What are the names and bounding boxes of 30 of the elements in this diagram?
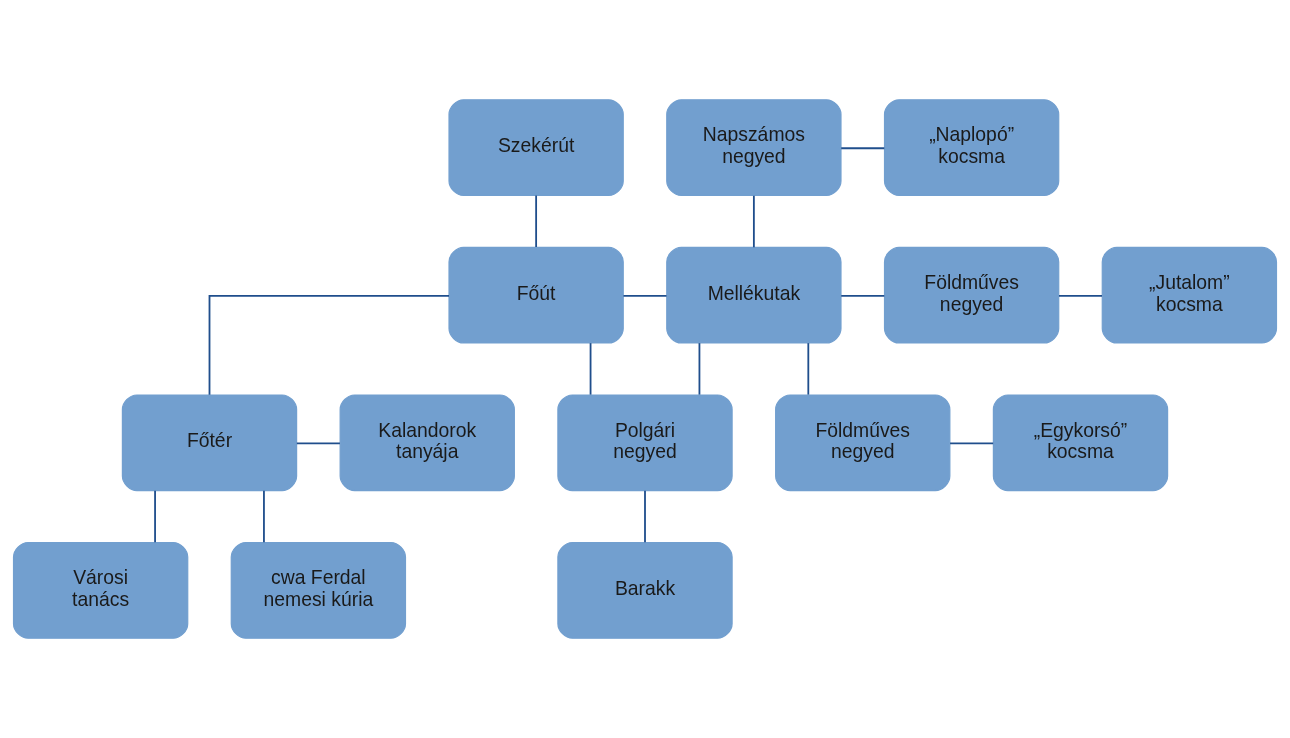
connector xyxy=(807,342,810,396)
node-box: Napszámos negyed xyxy=(666,99,842,196)
connector xyxy=(949,442,995,445)
connector xyxy=(263,489,265,544)
connector xyxy=(1058,294,1103,297)
node-box: Polgári negyed xyxy=(557,394,733,492)
connector xyxy=(295,442,341,445)
node-box: „Naplopó” kocsma xyxy=(883,99,1060,196)
node-box: cwa Ferdal nemesi kúria xyxy=(230,542,407,639)
connector xyxy=(154,489,156,544)
connector xyxy=(622,294,668,297)
node-box: „Jutalom” kocsma xyxy=(1101,246,1278,344)
connector xyxy=(644,489,646,544)
node-box: Barakk xyxy=(557,542,733,639)
connector xyxy=(208,294,450,396)
node-box: Főtér xyxy=(121,394,298,492)
connector xyxy=(840,294,886,297)
node-box: Földműves negyed xyxy=(883,246,1060,344)
connector xyxy=(589,342,592,396)
connector xyxy=(840,147,886,150)
connector xyxy=(752,194,755,249)
node-box: Főút xyxy=(448,246,624,344)
node-box: „Egykorsó” kocsma xyxy=(992,394,1169,492)
node-box: Városi tanács xyxy=(12,542,189,639)
connector xyxy=(698,342,701,396)
node-box: Kalandorok tanyája xyxy=(339,394,515,492)
node-box: Földműves negyed xyxy=(775,394,951,492)
connector xyxy=(535,194,538,248)
node-box: Mellékutak xyxy=(666,246,842,344)
node-box: Szekérút xyxy=(448,99,624,196)
